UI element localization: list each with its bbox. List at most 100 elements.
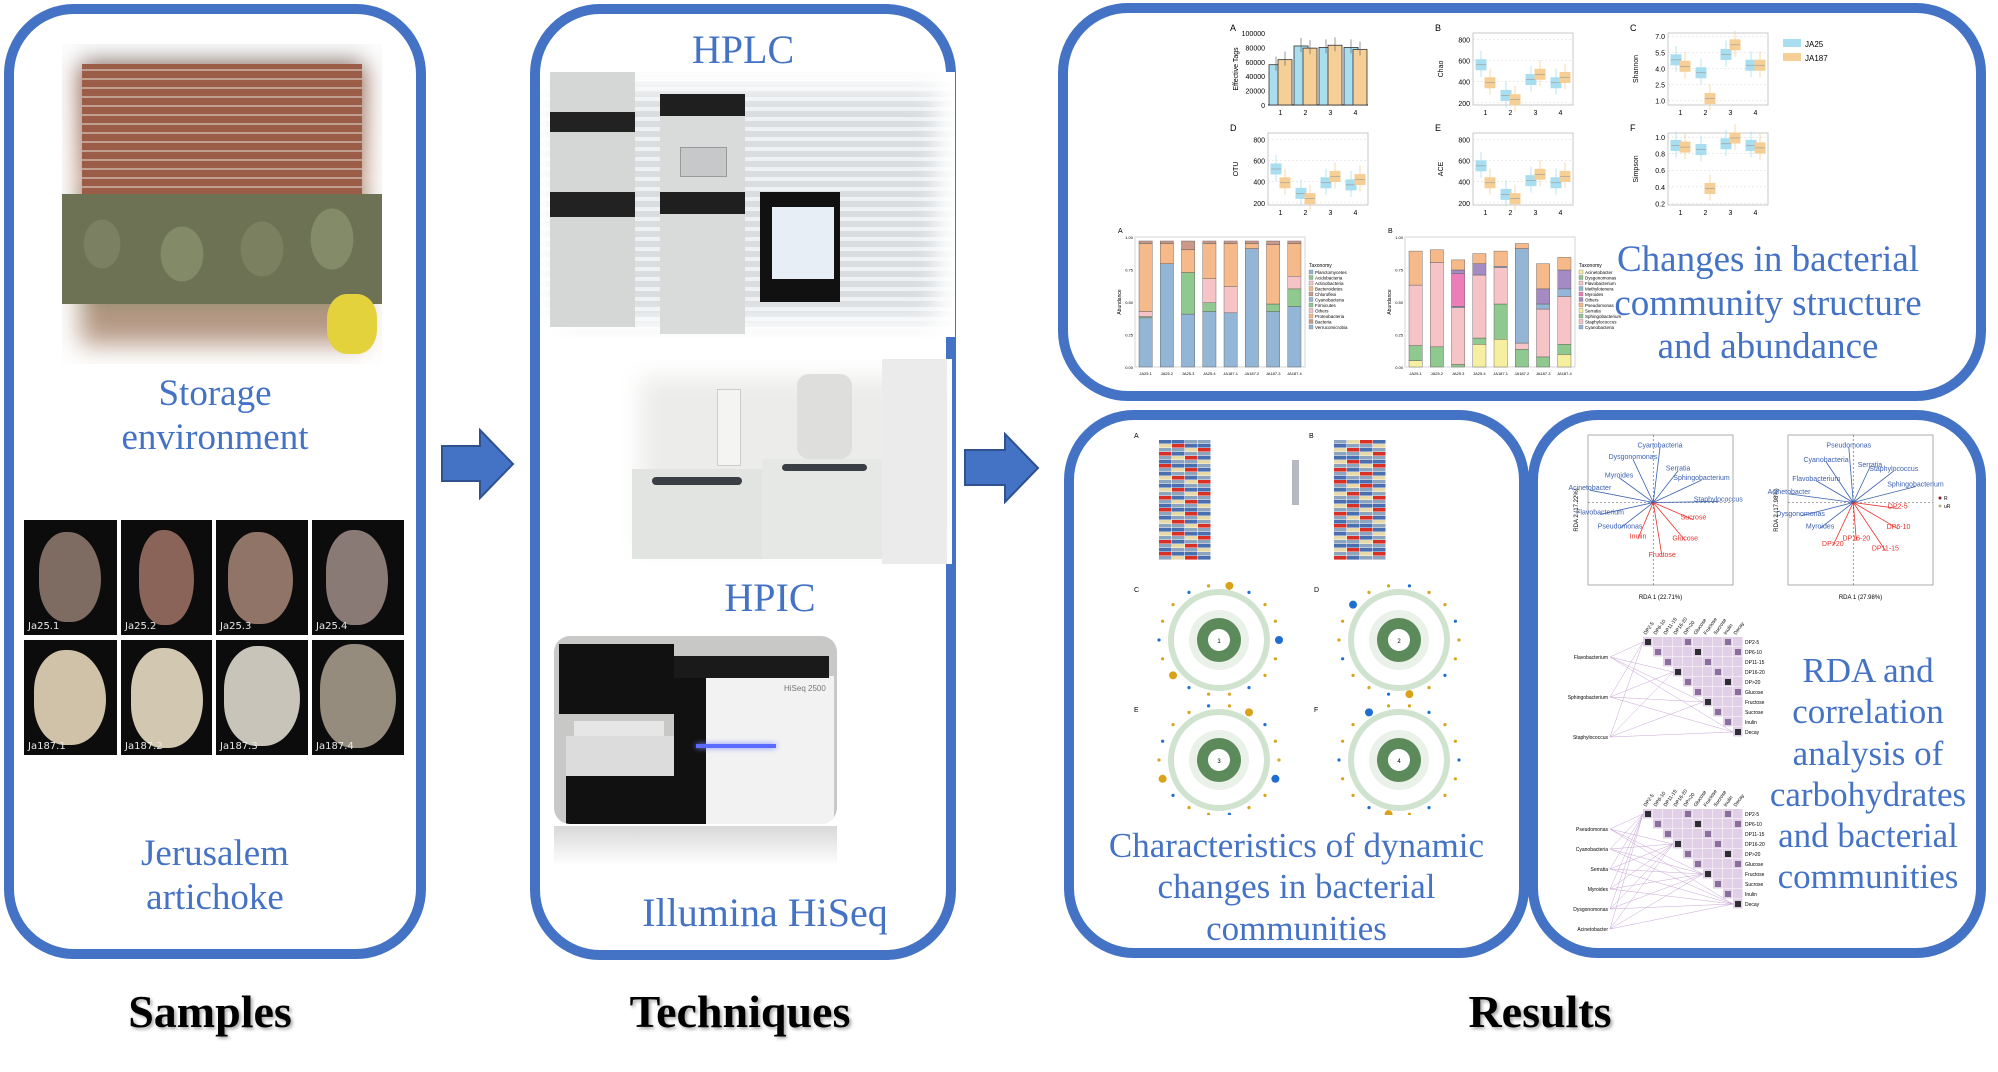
heatmap-cell bbox=[1334, 476, 1347, 480]
stacked-bar-segment bbox=[1515, 342, 1529, 350]
x-tick-label: 1 bbox=[1484, 210, 1488, 217]
rda-vector-label: Inulin bbox=[1630, 533, 1647, 540]
x-tick-label: JA25.2 bbox=[1161, 371, 1174, 376]
heatmap-cell bbox=[1198, 468, 1211, 472]
legend-swatch bbox=[1308, 291, 1314, 297]
taxon-dot bbox=[1247, 590, 1251, 594]
taxon-dot bbox=[1349, 600, 1358, 609]
heatmap-cell bbox=[1185, 440, 1198, 444]
mantel-link bbox=[1609, 903, 1734, 930]
taxon-dot bbox=[1453, 777, 1457, 781]
heatmap-cell bbox=[1159, 556, 1172, 560]
mantel-link bbox=[1609, 813, 1644, 870]
heatmap-cell bbox=[1733, 809, 1743, 819]
rda-vector bbox=[1853, 502, 1898, 509]
tuber-label: Ja25.1 bbox=[28, 621, 60, 632]
column-label: Inulin bbox=[1723, 623, 1735, 636]
stacked-bar-segment bbox=[1472, 344, 1487, 368]
y-tick-label: 600 bbox=[1253, 159, 1265, 166]
heatmap-cell bbox=[1733, 839, 1743, 849]
heatmap-cell bbox=[1373, 460, 1386, 464]
y-tick-label: 5.5 bbox=[1655, 50, 1665, 57]
legend-marker bbox=[1938, 496, 1942, 500]
mantel-link bbox=[1609, 813, 1644, 850]
heatmap-cell bbox=[1172, 508, 1185, 512]
heatmap-cell bbox=[1185, 480, 1198, 484]
heatmap-cell bbox=[1347, 472, 1360, 476]
heatmap-cell bbox=[1172, 476, 1185, 480]
y-tick-label: 0.2 bbox=[1655, 201, 1665, 208]
heatmap-cell bbox=[1673, 819, 1683, 829]
taxon-dot bbox=[1263, 723, 1267, 727]
taxon-dot bbox=[1386, 704, 1391, 708]
heatmap-cell bbox=[1347, 520, 1360, 524]
legend-swatch bbox=[1578, 269, 1584, 275]
taxon-dot bbox=[1407, 812, 1412, 815]
heatmap-cell bbox=[1360, 512, 1373, 516]
heatmap-cell bbox=[1360, 440, 1373, 444]
x-tick-label: JA25.4 bbox=[1203, 371, 1216, 376]
heatmap-cell bbox=[1159, 472, 1172, 476]
taxon-dot bbox=[1341, 657, 1345, 661]
stacked-bar-segment bbox=[1408, 284, 1423, 346]
stacked-bar-segment bbox=[1451, 269, 1465, 274]
heatmap-cell bbox=[1198, 444, 1211, 448]
stacked-bar-segment bbox=[1493, 339, 1508, 368]
heatmap-cell bbox=[1185, 484, 1198, 488]
heatmap-cell bbox=[1713, 677, 1723, 687]
heatmap-cell bbox=[1733, 637, 1743, 647]
stacked-bar-segment bbox=[1557, 257, 1572, 271]
stacked-bar-segment bbox=[1536, 356, 1550, 368]
heatmap-cell bbox=[1334, 500, 1347, 504]
heatmap-cell bbox=[1172, 504, 1185, 508]
correlation-square bbox=[1685, 811, 1691, 817]
heatmap-cell bbox=[1334, 456, 1347, 460]
x-tick-label: JA25.4 bbox=[1473, 371, 1486, 376]
caption-line: carbohydrates bbox=[1769, 774, 1967, 814]
y-tick-label: 1.00 bbox=[1395, 235, 1404, 240]
heatmap-cell bbox=[1334, 440, 1347, 444]
heatmap-cell bbox=[1373, 548, 1386, 552]
heatmap-cell bbox=[1185, 476, 1198, 480]
heatmap-cell bbox=[1172, 524, 1185, 528]
x-tick-label: JA187.1 bbox=[1223, 371, 1238, 376]
dynamic-changes-caption: Characteristics of dynamic changes in ba… bbox=[1074, 825, 1519, 949]
heatmap-cell bbox=[1693, 657, 1703, 667]
heatmap-cell bbox=[1185, 460, 1198, 464]
heatmap-cell bbox=[1723, 687, 1733, 697]
row-label: DP11-15 bbox=[1745, 832, 1765, 838]
brick-wall bbox=[82, 64, 362, 204]
legend-swatch bbox=[1783, 39, 1801, 47]
heatmap-cell bbox=[1373, 444, 1386, 448]
taxon-dot bbox=[1351, 673, 1355, 677]
heatmap-cell bbox=[1373, 484, 1386, 488]
heatmap-cell bbox=[1185, 488, 1198, 492]
heatmap-cell bbox=[1185, 552, 1198, 556]
heatmap-cell bbox=[1172, 440, 1185, 444]
stacked-bar-segment bbox=[1430, 262, 1444, 348]
center-hole bbox=[1388, 749, 1410, 771]
row-label: Decay bbox=[1745, 730, 1760, 736]
y-tick-label: 200 bbox=[1253, 201, 1265, 208]
heatmap-cell bbox=[1334, 520, 1347, 524]
mantel-link bbox=[1609, 843, 1674, 910]
heatmap-cell bbox=[1159, 496, 1172, 500]
legend-label: Methylotenera bbox=[1585, 287, 1614, 292]
stacked-bar-segment bbox=[1536, 308, 1550, 358]
heatmap-cell bbox=[1334, 448, 1347, 452]
heatmap-cell bbox=[1185, 468, 1198, 472]
tuber-label: Ja187.4 bbox=[316, 741, 354, 752]
correlation-square bbox=[1735, 861, 1741, 867]
caption-line: analysis of bbox=[1792, 733, 1944, 773]
heatmap-cell bbox=[1159, 492, 1172, 496]
legend-label: Verrucomicrobia bbox=[1315, 325, 1348, 330]
heatmap-cell bbox=[1347, 452, 1360, 456]
heatmap-cell bbox=[1360, 540, 1373, 544]
y-axis-label: Effective Tags bbox=[1233, 47, 1240, 91]
heatmap-cell bbox=[1373, 508, 1386, 512]
panel-letter: E bbox=[1435, 123, 1441, 133]
legend-swatch bbox=[1578, 319, 1584, 324]
tuber-label: Ja25.2 bbox=[125, 621, 157, 632]
